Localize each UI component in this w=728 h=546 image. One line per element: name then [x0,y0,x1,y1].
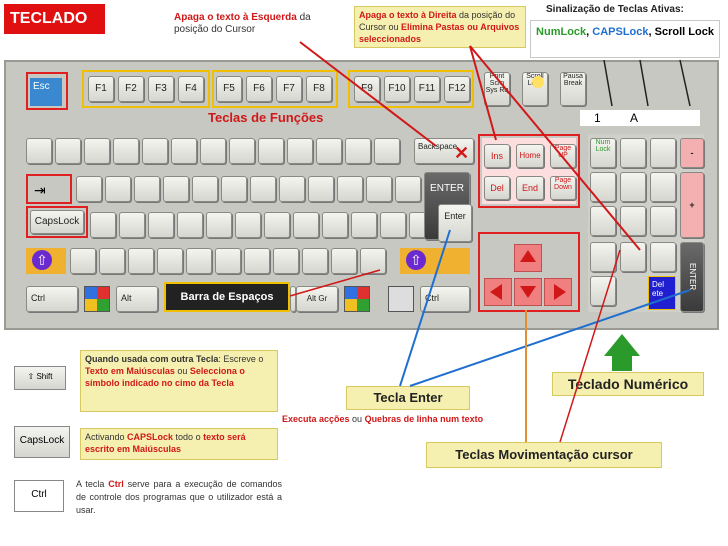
connector-lines [0,0,728,546]
